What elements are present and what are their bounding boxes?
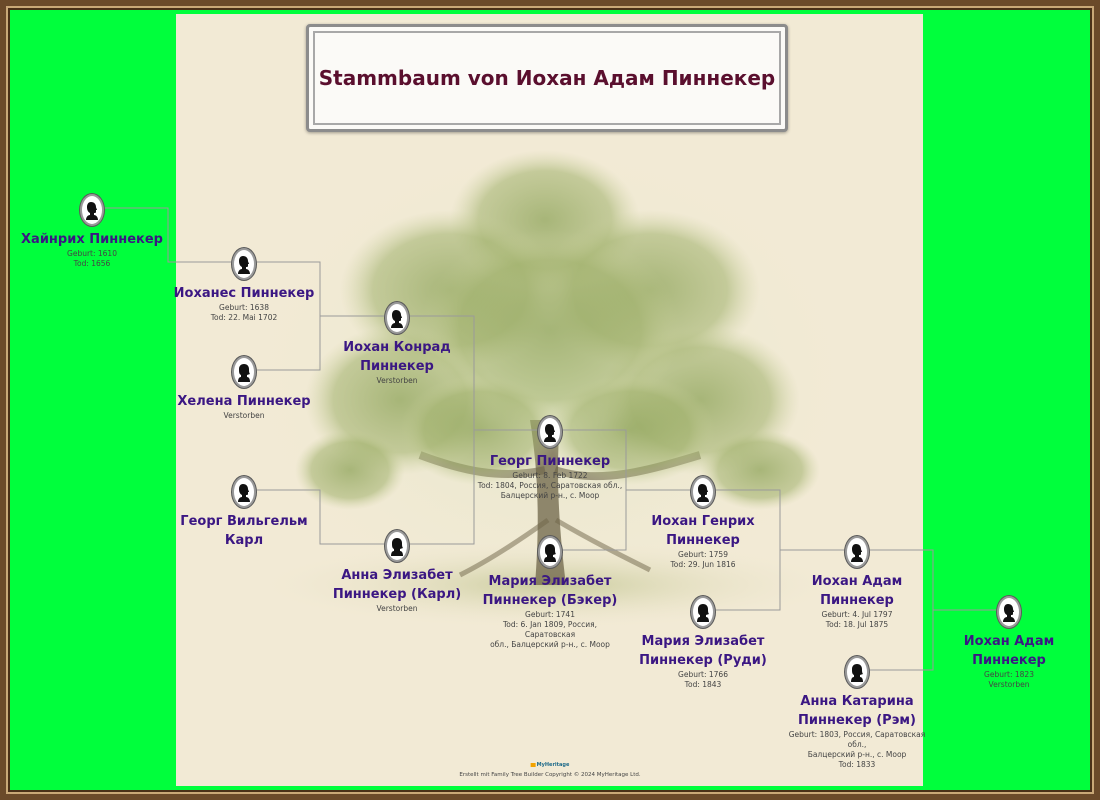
person-info-line: Tod: 1804, Россия, Саратовская обл., xyxy=(477,481,623,490)
person-card[interactable]: Георг Вильгельм Карл xyxy=(174,476,314,550)
person-info-line: Tod: 6. Jan 1809, Россия, Саратовская xyxy=(502,620,598,639)
person-card[interactable]: Мария Элизабет Пиннекер (Руди) Geburt: 1… xyxy=(638,596,768,690)
person-card[interactable]: Иохан Конрад Пиннекер Verstorben xyxy=(337,302,457,386)
person-info-line: Geburt: 1766 xyxy=(678,670,728,679)
person-info-line: Verstorben xyxy=(376,604,418,613)
person-info-line: Tod: 29. Jun 1816 xyxy=(670,560,736,569)
person-info-line: Verstorben xyxy=(376,376,418,385)
silhouette-icon xyxy=(691,476,715,508)
person-info-line: Tod: 18. Jul 1875 xyxy=(825,620,889,629)
person-name: Иохан Адам Пиннекер xyxy=(811,574,903,608)
person-info-line: Tod: 1656 xyxy=(73,259,111,268)
person-info-line: Балцерский р-н., с. Моор xyxy=(500,491,600,500)
person-name: Анна Элизабет Пиннекер (Карл) xyxy=(332,568,462,602)
footer-copyright: Erstellt mit Family Tree Builder Copyrig… xyxy=(459,772,641,778)
page-title: Stammbaum von Иохан Адам Пиннекер xyxy=(318,66,776,90)
person-info-line: Geburt: 4. Jul 1797 xyxy=(821,610,893,619)
silhouette-icon xyxy=(80,194,104,226)
person-name: Иохан Генрих Пиннекер xyxy=(651,514,755,548)
person-name: Мария Элизабет Пиннекер (Бэкер) xyxy=(482,574,618,608)
person-card[interactable]: Иохан Генрих Пиннекер Geburt: 1759 Tod: … xyxy=(643,476,763,570)
person-name: Иохан Адам Пиннекер xyxy=(963,634,1055,668)
person-info-line: Tod: 1843 xyxy=(684,680,722,689)
person-name: Хелена Пиннекер xyxy=(177,394,311,409)
female-silhouette-icon xyxy=(385,530,409,562)
silhouette-icon xyxy=(997,596,1021,628)
person-name: Анна Катарина Пиннекер (Рэм) xyxy=(798,694,916,728)
person-card[interactable]: Иоханес Пиннекер Geburt: 1638 Tod: 22. M… xyxy=(169,248,319,323)
person-card[interactable]: Иохан Адам Пиннекер Geburt: 4. Jul 1797 … xyxy=(802,536,912,630)
person-info-line: Geburt: 1759 xyxy=(678,550,728,559)
title-banner: Stammbaum von Иохан Адам Пиннекер xyxy=(306,24,788,132)
person-card[interactable]: Хелена Пиннекер Verstorben xyxy=(169,356,319,421)
connector-gen5-a xyxy=(92,207,244,263)
person-card[interactable]: Хайнрих Пиннекер Geburt: 1610 Tod: 1656 xyxy=(17,194,167,269)
silhouette-icon xyxy=(232,476,256,508)
person-name: Иоханес Пиннекер xyxy=(173,286,315,301)
person-name: Хайнрих Пиннекер xyxy=(21,232,163,247)
person-card[interactable]: Анна Элизабет Пиннекер (Карл) Verstorben xyxy=(332,530,462,614)
myheritage-logo-icon xyxy=(530,762,536,767)
female-silhouette-icon xyxy=(691,596,715,628)
person-info-line: Verstorben xyxy=(988,680,1030,689)
person-card[interactable]: Анна Катарина Пиннекер (Рэм) Geburt: 180… xyxy=(782,656,932,770)
person-name: Иохан Конрад Пиннекер xyxy=(343,340,451,374)
person-info-line: обл., Балцерский р-н., с. Моор xyxy=(490,640,610,649)
silhouette-icon xyxy=(845,536,869,568)
person-card[interactable]: Иохан Адам Пиннекер Geburt: 1823 Verstor… xyxy=(954,596,1064,690)
female-silhouette-icon xyxy=(538,536,562,568)
person-info-line: Балцерский р-н., с. Моор xyxy=(807,750,907,759)
person-info-line: Tod: 1833 xyxy=(838,760,876,769)
person-info-line: Geburt: 1638 xyxy=(219,303,269,312)
silhouette-icon xyxy=(232,248,256,280)
person-info-line: Geburt: 1823 xyxy=(984,670,1034,679)
person-info-line: Geburt: 8. Feb 1722 xyxy=(512,471,588,480)
person-info-line: Geburt: 1803, Россия, Саратовская обл., xyxy=(788,730,926,749)
person-info-line: Geburt: 1741 xyxy=(525,610,575,619)
silhouette-icon xyxy=(538,416,562,448)
person-info-line: Tod: 22. Mai 1702 xyxy=(210,313,278,322)
connector-gen4-b xyxy=(244,489,397,545)
person-name: Мария Элизабет Пиннекер (Руди) xyxy=(639,634,767,668)
person-card[interactable]: Георг Пиннекер Geburt: 8. Feb 1722 Tod: … xyxy=(470,416,630,501)
person-info-line: Verstorben xyxy=(223,411,265,420)
female-silhouette-icon xyxy=(232,356,256,388)
person-info-line: Geburt: 1610 xyxy=(67,249,117,258)
person-name: Георг Пиннекер xyxy=(489,454,611,469)
person-card[interactable]: Мария Элизабет Пиннекер (Бэкер) Geburt: … xyxy=(480,536,620,650)
female-silhouette-icon xyxy=(845,656,869,688)
person-name: Георг Вильгельм Карл xyxy=(180,514,308,548)
myheritage-logo: MyHeritage xyxy=(530,762,570,768)
logo-text: MyHeritage xyxy=(536,762,570,768)
silhouette-icon xyxy=(385,302,409,334)
